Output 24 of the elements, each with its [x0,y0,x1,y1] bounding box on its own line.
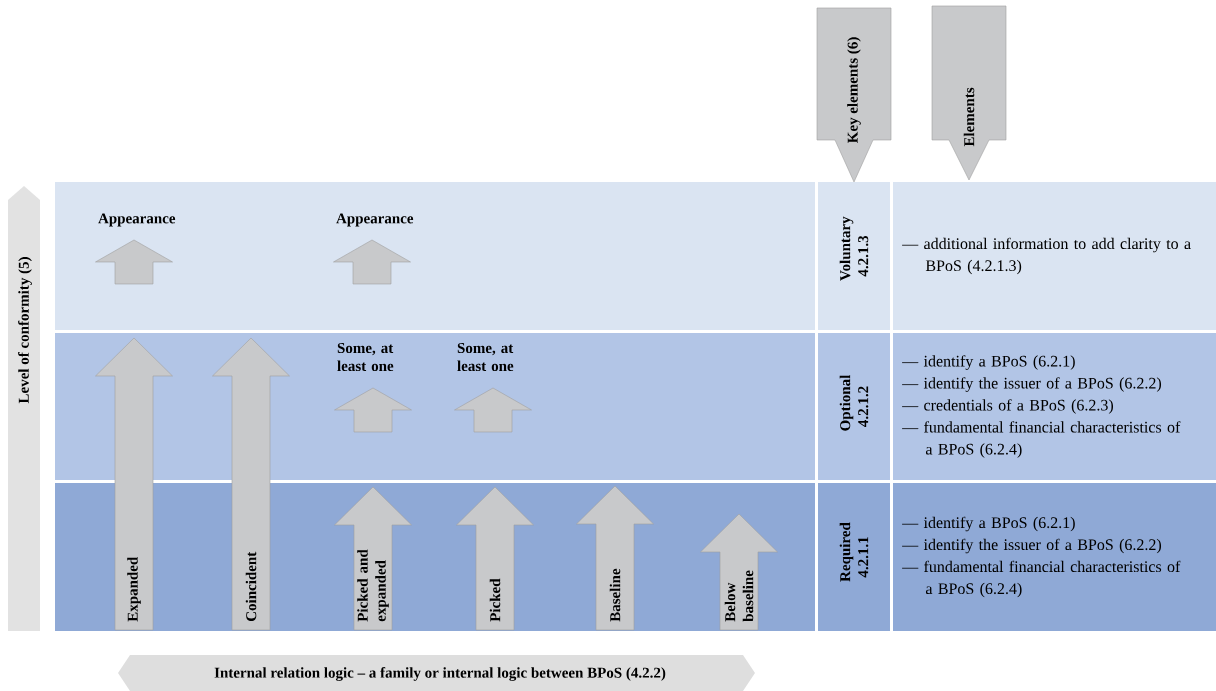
level-pointer: Below baseline [700,513,778,631]
level-cell: Required 4.2.1.1 [818,483,890,631]
level-pointer: Expanded [95,337,173,631]
node-label: Appearance [336,213,414,227]
level-pointer: Appearance [95,213,176,285]
elements-cell: — identify a BPoS (6.2.1) — identify the issuer of a BPoS (6.2.2) — credentials of a BPoS (6.2.3) — fundamental financial characteristics of a BPoS (6.2.4) [893,333,1216,480]
level-pointer: Some, at least one [334,342,412,433]
level-pointer: Some, at least one [454,342,532,433]
level-cell: Optional 4.2.1.2 [818,333,890,480]
level-pointer: Appearance [333,213,414,285]
level-pointer: Picked and expanded [334,486,412,631]
level-cell: Voluntary 4.2.1.3 [818,182,890,330]
node-label: Some, at least one [337,342,394,372]
column-pointer: Key elements (6) [816,7,892,183]
column-pointer: Elements [931,5,1007,181]
scale-pointer: Internal relation logic – a family or internal logic between BPoS (4.2.2) [118,655,755,691]
scale-pointer: Level of conformity (5) [8,186,40,631]
node-label: Appearance [98,213,176,227]
elements-cell: — additional information to add clarity to a BPoS (4.2.1.3) [893,182,1216,330]
level-pointer: Baseline [576,485,654,631]
level-pointer: Coincident [212,337,290,631]
elements-cell: — identify a BPoS (6.2.1) — identify the issuer of a BPoS (6.2.2) — fundamental financial characteristics of a BPoS (6.2.4) [893,483,1216,631]
node-label: Some, at least one [457,342,514,372]
level-pointer: Picked [456,486,534,631]
